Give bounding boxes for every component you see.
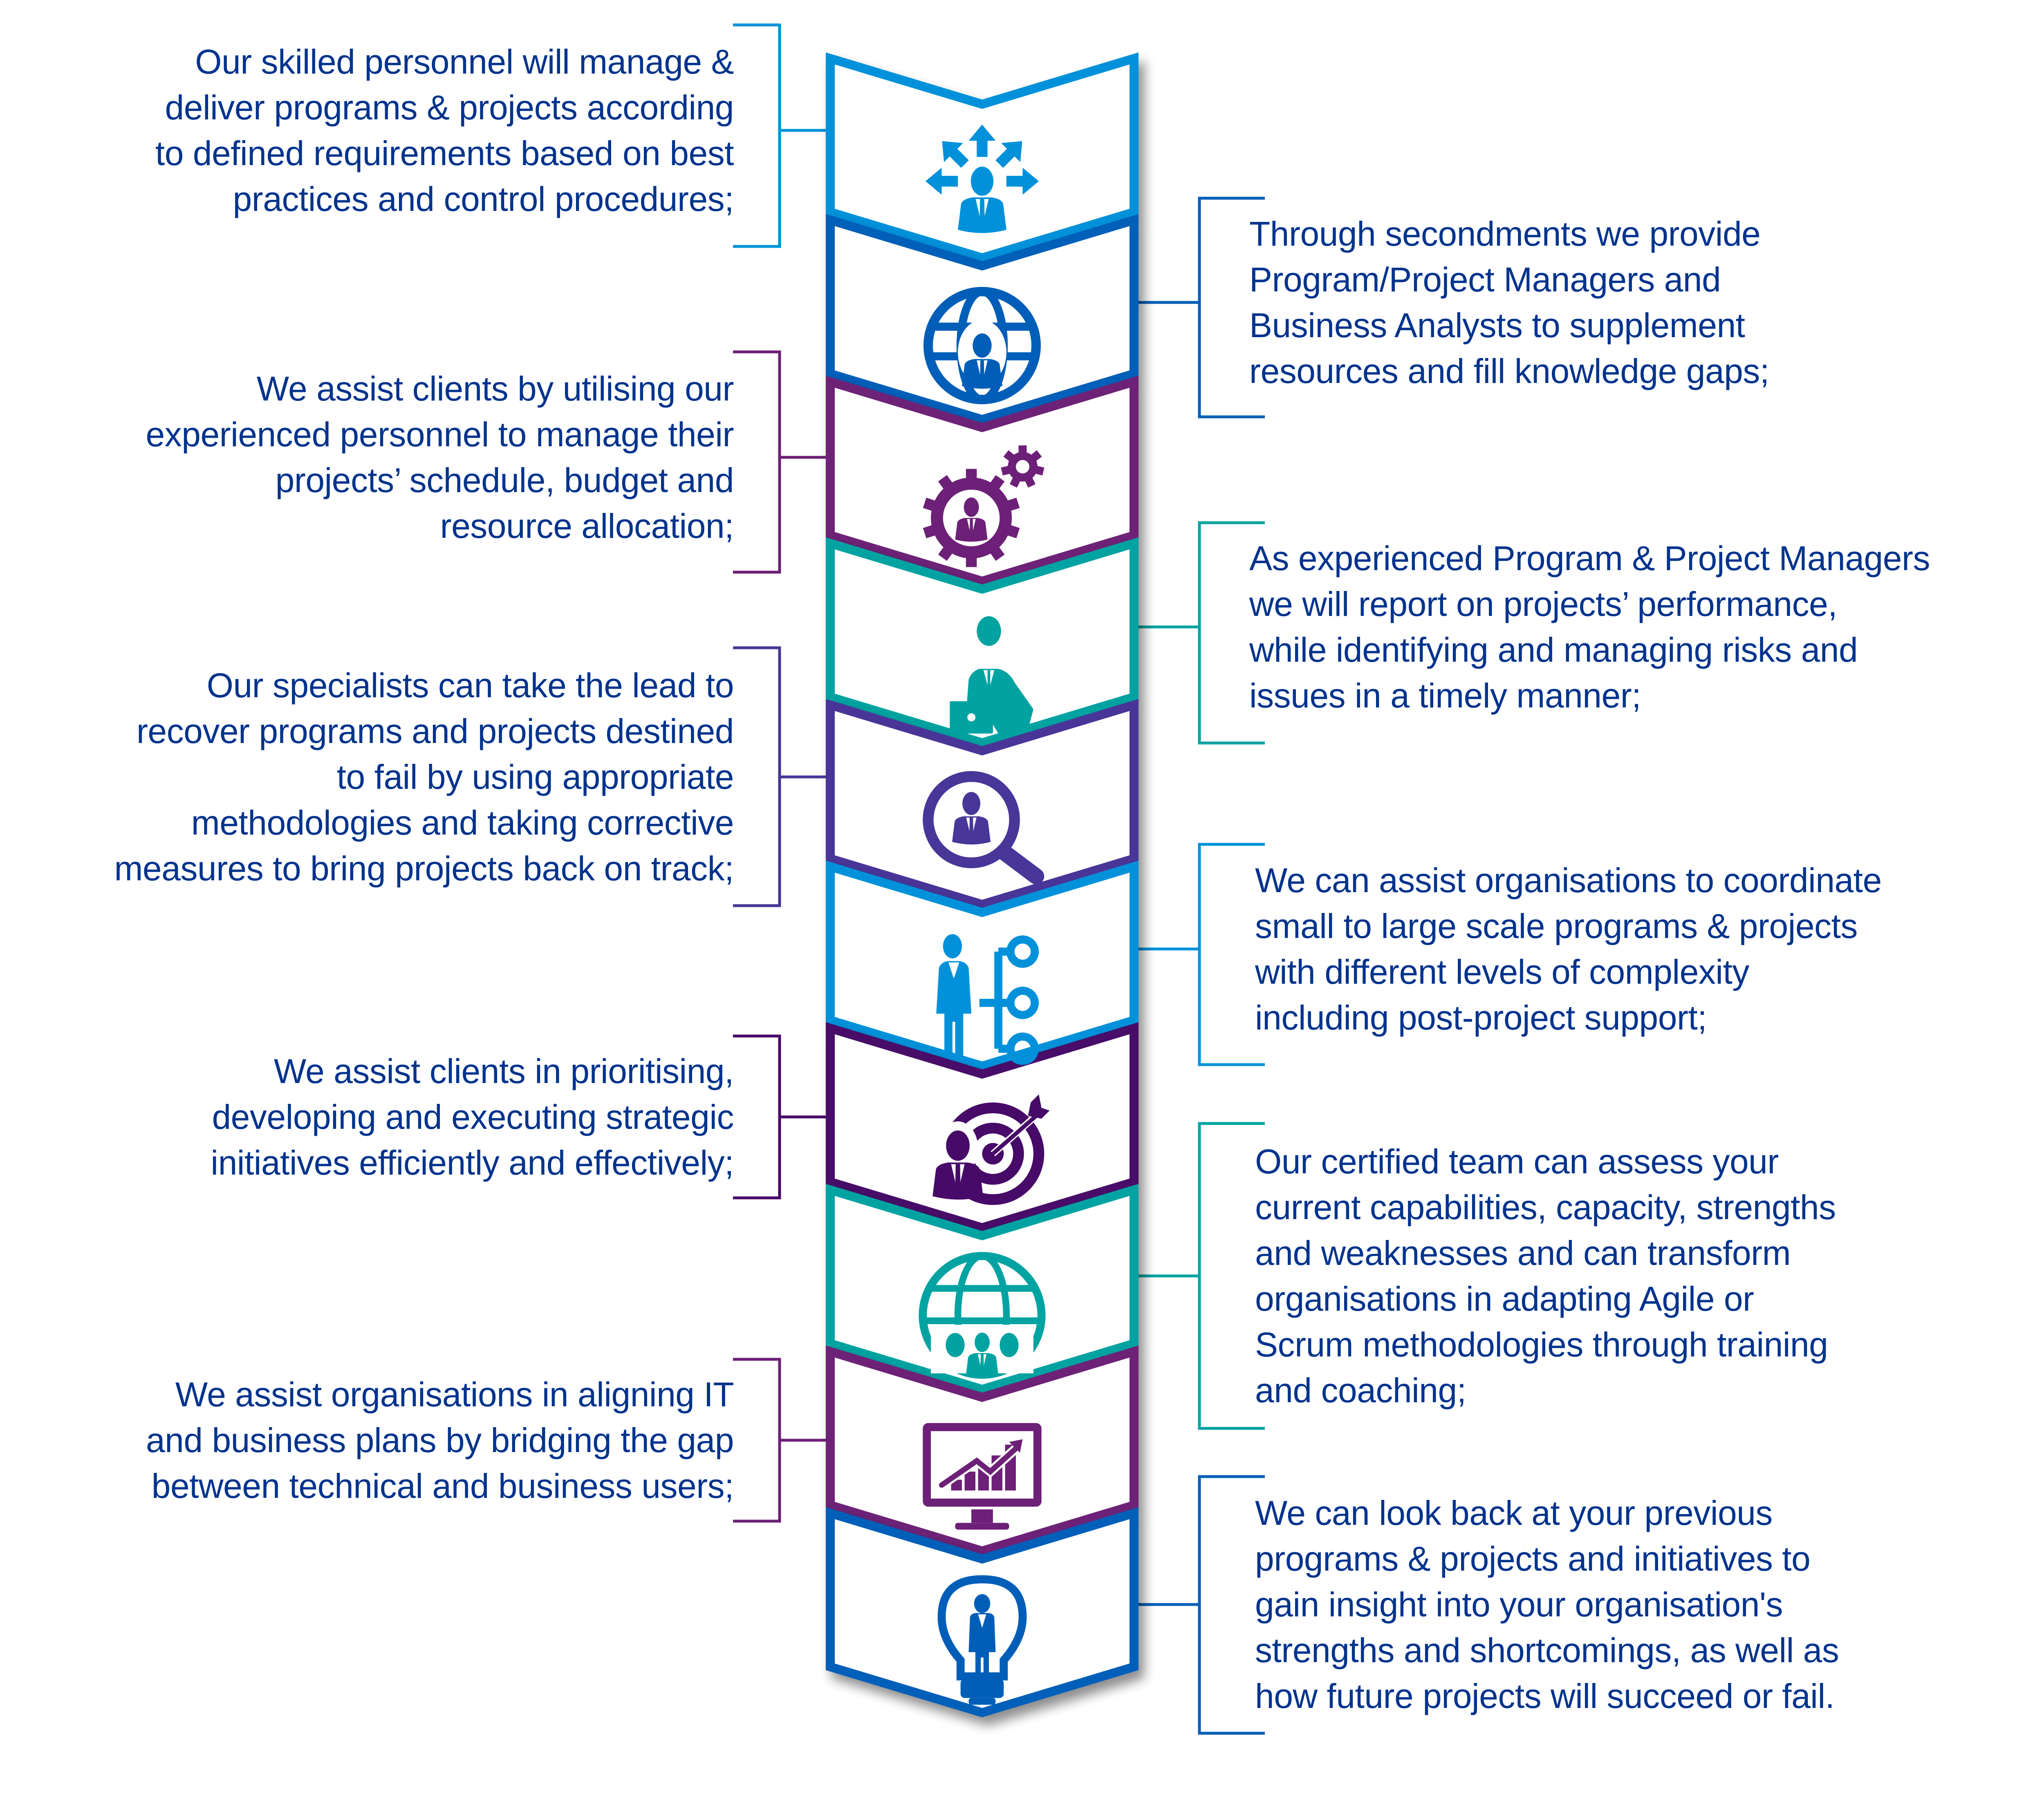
description-line: Through secondments we provide (1249, 215, 1761, 253)
chevron-step-5 (826, 699, 1139, 909)
description-line: current capabilities, capacity, strength… (1255, 1188, 1836, 1226)
description-line: resources and fill knowledge gaps; (1249, 352, 1769, 390)
right-bracket-2 (1134, 521, 1265, 745)
description-line: methodologies and taking corrective (191, 803, 734, 842)
description-line: and weaknesses and can transform (1255, 1234, 1791, 1272)
person-lightbulb-icon (937, 1575, 1027, 1705)
description-line: issues in a timely manner; (1249, 676, 1641, 715)
description-line: projects’ schedule, budget and (275, 461, 734, 499)
left-description-1: Our skilled personnel will manage & deliv… (155, 39, 734, 222)
left-description-4: We assist clients in prioritising, develo… (211, 1048, 734, 1186)
right-description-5: We can look back at your previous program… (1255, 1490, 1839, 1719)
left-description-5: We assist organisations in aligning IT an… (146, 1372, 734, 1509)
left-bracket-1 (733, 23, 830, 248)
right-description-2: As experienced Program & Project Manager… (1249, 535, 1930, 718)
description-line: how future projects will succeed or fail… (1255, 1677, 1835, 1715)
description-line: We can assist organisations to coordinat… (1255, 861, 1882, 900)
description-line: initiatives efficiently and effectively; (211, 1144, 734, 1182)
description-line: organisations in adapting Agile or (1255, 1280, 1754, 1318)
person-globe-icon (923, 286, 1041, 405)
right-bracket-4 (1134, 1122, 1265, 1430)
chevron-step-2 (826, 214, 1139, 424)
chevron-icons (919, 124, 1050, 1705)
description-line: programs & projects and initiatives to (1255, 1540, 1811, 1578)
description-line: As experienced Program & Project Manager… (1249, 539, 1930, 577)
description-line: and coaching; (1255, 1371, 1466, 1410)
person-target-icon (932, 1094, 1050, 1205)
right-bracket-5 (1134, 1475, 1265, 1735)
description-line: and business plans by bridging the gap (146, 1421, 734, 1459)
description-line: Business Analysts to supplement (1249, 306, 1745, 345)
description-line: we will report on projects’ performance, (1249, 585, 1838, 623)
left-bracket-5 (733, 1358, 830, 1523)
left-bracket-4 (733, 1034, 830, 1199)
right-bracket-3 (1134, 843, 1265, 1066)
description-line: deliver programs & projects according (165, 88, 734, 127)
left-description-3: Our specialists can take the lead to reco… (114, 662, 734, 891)
right-bracket-1 (1134, 197, 1265, 418)
description-line: small to large scale programs & projects (1255, 907, 1858, 945)
description-line: Our certified team can assess your (1255, 1142, 1779, 1181)
description-line: with different levels of complexity (1255, 953, 1749, 991)
description-line: We assist organisations in aligning IT (175, 1375, 734, 1414)
person-hierarchy-icon (936, 934, 1039, 1065)
chevron-step-6 (826, 860, 1139, 1071)
description-line: measures to bring projects back on track… (114, 849, 734, 888)
person-magnifier-icon (923, 771, 1044, 884)
person-laptop-icon (950, 616, 1033, 734)
description-line: recover programs and projects destined (136, 712, 734, 750)
description-line: resource allocation; (440, 507, 734, 545)
description-line: We assist clients by utilising our (256, 369, 734, 408)
description-line: Scrum methodologies through training (1255, 1325, 1828, 1364)
team-globe-icon (919, 1252, 1046, 1379)
description-line: to defined requirements based on best (155, 134, 734, 172)
description-line: We can look back at your previous (1255, 1494, 1773, 1532)
description-line: between technical and business users; (151, 1467, 734, 1505)
description-line: while identifying and managing risks and (1249, 631, 1858, 669)
description-line: Our skilled personnel will manage & (195, 43, 734, 81)
description-line: Our specialists can take the lead to (206, 666, 734, 705)
description-line: to fail by using appropriate (336, 758, 734, 796)
person-gears-icon (923, 445, 1044, 567)
right-description-3: We can assist organisations to coordinat… (1255, 857, 1882, 1041)
description-line: We assist clients in prioritising, (273, 1052, 734, 1090)
left-bracket-3 (733, 646, 830, 907)
connector-brackets (733, 23, 1265, 1735)
left-description-2: We assist clients by utilising our experi… (146, 366, 734, 549)
description-line: Program/Project Managers and (1249, 260, 1721, 299)
description-line: gain insight into your organisation's (1255, 1585, 1783, 1624)
monitor-chart-icon (923, 1423, 1042, 1530)
right-description-4: Our certified team can assess your curren… (1255, 1139, 1836, 1413)
chevron-step-1 (826, 52, 1139, 263)
description-line: developing and executing strategic (212, 1098, 734, 1136)
description-line: including post-project support; (1255, 998, 1707, 1037)
description-line: practices and control procedures; (233, 180, 734, 218)
description-line: strengths and shortcomings, as well as (1255, 1631, 1839, 1669)
left-bracket-2 (733, 350, 830, 574)
description-line: experienced personnel to manage their (146, 415, 734, 454)
